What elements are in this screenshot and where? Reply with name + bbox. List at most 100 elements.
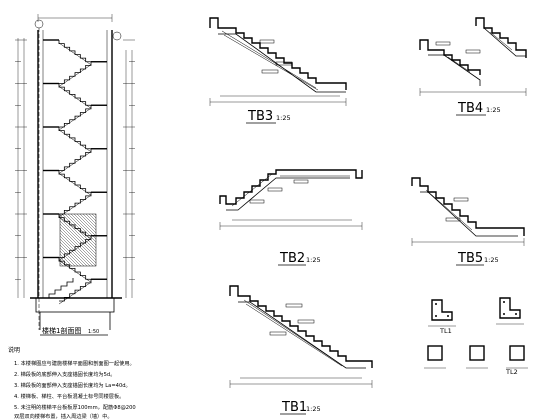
tb4-lower-profile xyxy=(419,39,481,75)
tl2-bar-1 xyxy=(503,301,505,303)
flight-soffit-left xyxy=(58,238,92,261)
stair-flights xyxy=(43,40,92,305)
tl1-bar-2 xyxy=(435,315,437,317)
flight-soffit-left xyxy=(58,282,92,305)
axis-bubble-right xyxy=(112,31,122,41)
hatch-line xyxy=(64,213,97,246)
tb4-rebar-tag-1 xyxy=(435,41,451,46)
tb1-rebar-tag-2 xyxy=(297,319,315,324)
tb1-rebar-top xyxy=(243,299,341,365)
stair-landings xyxy=(43,39,107,280)
tb2-label: TB2 xyxy=(279,251,305,266)
tb4-scale: 1:25 xyxy=(486,106,501,114)
tl1-section xyxy=(431,299,453,321)
tb5-rebar-tag-1 xyxy=(453,197,469,202)
stair-section-view: 楼梯1剖面图 1:50 xyxy=(15,14,135,336)
tb1-rebar-bottom xyxy=(245,303,343,367)
hatch-line xyxy=(82,213,97,228)
hatch-line xyxy=(73,213,97,237)
tb5-label: TB5 xyxy=(457,251,483,266)
hatch-line xyxy=(59,253,73,267)
tb1-scale: 1:25 xyxy=(306,405,321,413)
tb2-rebar-tag-3 xyxy=(293,179,309,184)
tb4-upper-profile xyxy=(475,17,527,58)
note-item-6: 双层双向楼梯布置，插入周边梁（墙）中。 xyxy=(14,412,113,420)
tb1-soffit xyxy=(238,301,366,369)
flight-soffit-right xyxy=(58,173,92,196)
tl1-bar-3 xyxy=(447,315,449,317)
hatch-line xyxy=(59,244,82,267)
column-section-1 xyxy=(427,345,443,361)
hatch-line xyxy=(85,213,97,225)
flight-descending-right xyxy=(58,40,91,63)
stair-foundation xyxy=(35,297,115,313)
hatch-line xyxy=(59,220,97,258)
tb4-detail: TB4 1:25 xyxy=(419,17,527,116)
hatch-line xyxy=(61,213,97,249)
tb1-rebar-tag-3 xyxy=(269,331,287,336)
column-section-2 xyxy=(469,345,485,361)
hatch-line xyxy=(91,213,97,219)
tb3-rebar-bottom xyxy=(223,34,319,91)
hatch-line xyxy=(59,259,67,267)
tb4-rebar-upper xyxy=(489,31,513,51)
tl2-bar-3 xyxy=(515,313,517,315)
hatch-line xyxy=(70,213,97,240)
tb2-scale: 1:25 xyxy=(306,256,321,264)
tb5-rebar xyxy=(425,189,473,231)
note-item-5: 5. 未注明的楼梯平台板板厚100mm，配筋Φ8@200 xyxy=(14,403,136,411)
hatch-line xyxy=(59,262,64,267)
note-item-4: 4. 楼梯板、梯柱、平台板混凝土标号同楼层板。 xyxy=(14,392,124,400)
tb5-rebar-tag-2 xyxy=(445,217,461,222)
tb2-rebar-tag-2 xyxy=(249,199,265,204)
axis-bubble-left xyxy=(34,19,44,29)
tb3-rebar-top xyxy=(221,30,317,89)
tb2-stair-profile xyxy=(219,169,363,205)
tl2-bar-2 xyxy=(503,313,505,315)
notes-heading: 说明 xyxy=(8,346,20,354)
tb2-detail: TB2 1:25 xyxy=(219,169,363,266)
hatch-line xyxy=(59,256,70,267)
cut-hatch xyxy=(59,213,97,267)
flight-soffit-right xyxy=(58,216,92,239)
tb4-soffit-upper xyxy=(483,27,526,57)
flight-descending-left xyxy=(59,279,92,302)
hatch-line xyxy=(94,213,97,216)
tl2-label: TL2 xyxy=(505,368,518,376)
tb5-soffit xyxy=(420,191,518,237)
hatch-line xyxy=(59,232,94,267)
tb2-soffit xyxy=(226,177,350,211)
tb1-rebar-tag-1 xyxy=(285,303,303,308)
tb3-detail: TB3 1:25 xyxy=(209,17,347,124)
tl2-section xyxy=(499,297,521,319)
tb4-rebar-lower xyxy=(447,56,471,73)
tb4-label: TB4 xyxy=(457,101,483,116)
hatch-line xyxy=(59,250,76,267)
hatch-line xyxy=(59,235,91,267)
flight-soffit-left xyxy=(58,151,92,174)
section-scale: 1:50 xyxy=(88,329,99,335)
tb3-scale: 1:25 xyxy=(276,114,291,122)
note-item-2: 2. 梯段板的底部伸入支座锚固长度均为5d。 xyxy=(14,370,115,378)
tb3-rebar-tag-3 xyxy=(261,69,279,74)
tb5-scale: 1:25 xyxy=(484,256,499,264)
flight-soffit-right xyxy=(58,86,92,109)
hatch-line xyxy=(59,217,97,255)
tb5-detail: TB5 1:25 xyxy=(411,177,525,266)
tb1-detail: TB1 1:25 xyxy=(229,285,373,415)
note-item-1: 1. 本楼梯图应与建施楼梯平面图和剖面图一起使用。 xyxy=(14,359,135,367)
tb4-soffit-lower xyxy=(428,54,481,86)
flight-descending-right xyxy=(58,170,91,193)
flight-descending-left xyxy=(59,148,92,171)
flight-soffit-right xyxy=(58,129,92,152)
hatch-line xyxy=(59,214,97,252)
flight-soffit-left xyxy=(58,108,92,131)
hatch-line xyxy=(59,241,85,267)
flight-descending-right xyxy=(58,214,91,237)
tb2-rebar-tag-1 xyxy=(267,187,283,192)
flight-soffit-left xyxy=(58,64,92,87)
hatch-line xyxy=(59,223,97,261)
tb3-label: TB3 xyxy=(247,109,273,124)
dim-ticks-left xyxy=(15,39,27,280)
